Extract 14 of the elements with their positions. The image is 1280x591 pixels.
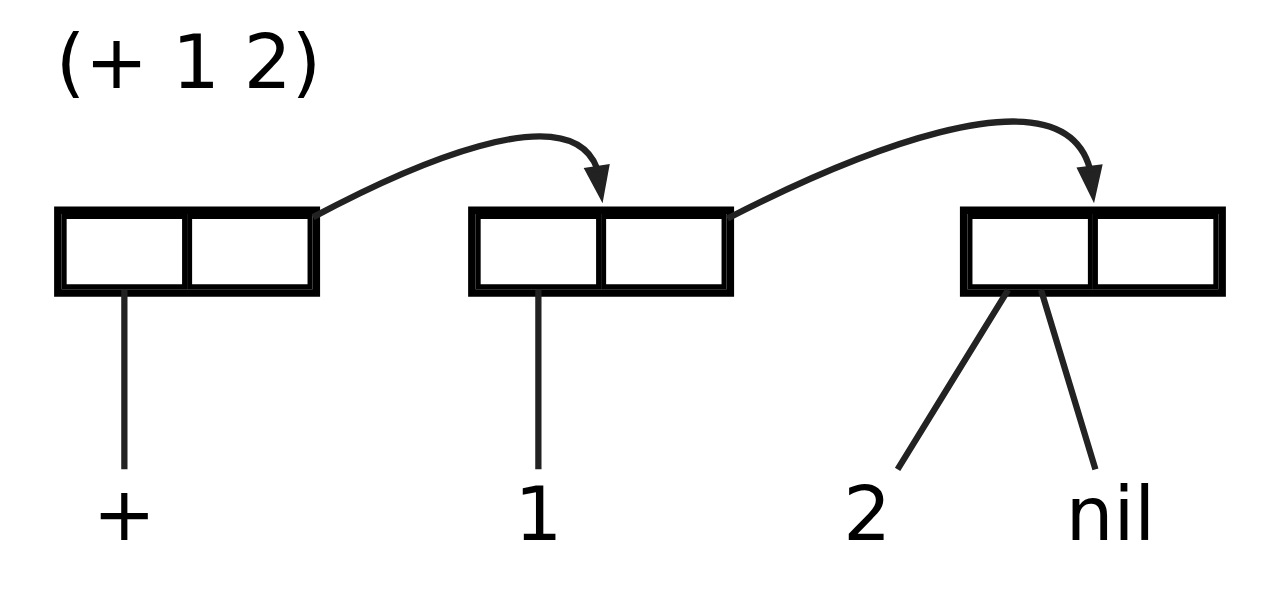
node-text: + [92,470,156,559]
arrow [726,118,1103,222]
connector [121,289,128,470]
node-box [54,206,321,297]
diagram-title: (+ 1 2) [55,18,322,107]
connector [894,288,1011,471]
node-text: 2 [843,470,892,559]
arrow [311,133,610,220]
node-text: nil [1065,470,1156,559]
node-text: 1 [514,470,563,559]
connector [1038,288,1099,471]
node-box [468,206,735,297]
node-box [959,206,1226,297]
connector [535,289,542,470]
